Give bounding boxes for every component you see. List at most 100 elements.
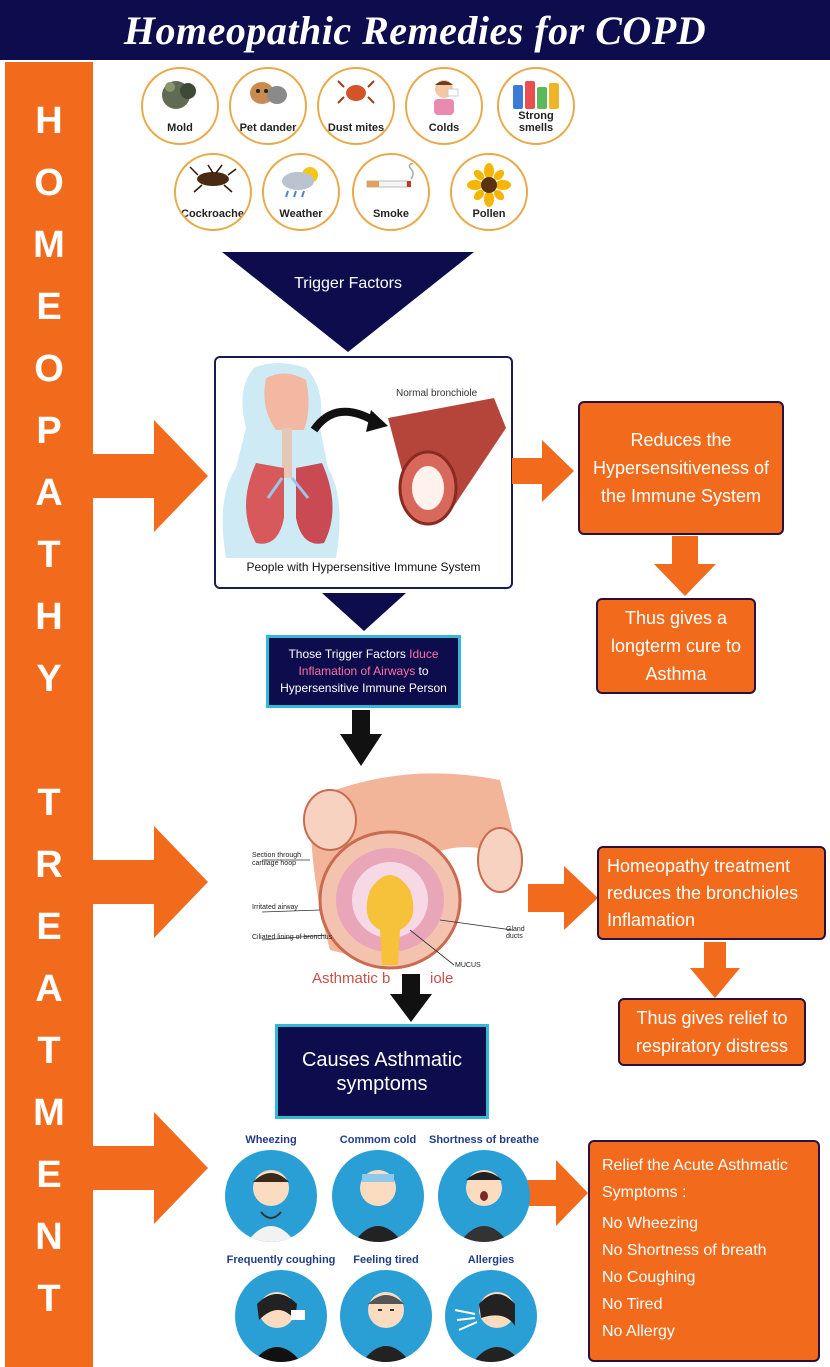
side-letter: T xyxy=(37,1030,61,1072)
induce-highlight: Iduce Inflamation of Airways xyxy=(298,647,439,678)
immune-panel: Normal bronchiole People with Hypersensi… xyxy=(214,356,513,589)
orange-arrow-right xyxy=(92,420,208,532)
trigger-smoke: Smoke xyxy=(352,153,430,231)
symptom-frequently-coughing: Frequently coughing xyxy=(216,1254,346,1362)
symptom-label: Shortness of breathe xyxy=(428,1134,540,1146)
trigger-label: Weather xyxy=(279,208,323,220)
symptom-wheezing: Wheezing xyxy=(216,1134,326,1242)
relief-item: No Shortness of breath xyxy=(602,1242,767,1259)
down-triangle xyxy=(322,593,406,631)
trigger-colds: Colds xyxy=(405,67,483,145)
symptom-label: Feeling tired xyxy=(353,1254,419,1266)
side-letter: E xyxy=(36,286,62,328)
causes-text: Causes Asthmatic symptoms xyxy=(301,1048,463,1095)
side-letter: E xyxy=(36,1154,62,1196)
symptom-label: Commom cold xyxy=(339,1134,417,1146)
diagram-title-right: iole xyxy=(430,970,454,987)
trigger-label: Pollen xyxy=(472,208,506,220)
induce-inflammation-box: Those Trigger Factors Iduce Inflamation … xyxy=(266,635,461,708)
causes-symptoms-box: Causes Asthmatic symptoms xyxy=(275,1024,489,1119)
orange-arrow-down xyxy=(690,942,740,998)
pet-icon xyxy=(250,82,287,104)
mold-icon xyxy=(162,81,196,109)
cigarette-icon xyxy=(366,163,414,188)
black-down-arrow xyxy=(390,974,432,1022)
orange-arrow-right xyxy=(528,866,598,930)
reduces-text: Reduces the Hypersensitiveness of the Im… xyxy=(592,430,770,506)
relief-item: No Allergy xyxy=(602,1323,675,1340)
side-letter: O xyxy=(34,348,64,390)
relief-symptoms-box: Relief the Acute Asthmatic Symptoms : No… xyxy=(588,1140,820,1362)
diagram-label-ciliated: Ciliated lining of bronchus xyxy=(252,934,333,941)
wheezing-person-icon xyxy=(225,1150,317,1242)
bottles-icon xyxy=(513,81,559,109)
sneezing-person-icon xyxy=(445,1270,537,1362)
immune-caption: People with Hypersensitive Immune System xyxy=(246,560,481,574)
side-letter: T xyxy=(37,1278,61,1320)
cockroach-icon xyxy=(189,164,237,193)
side-letter: T xyxy=(37,534,61,576)
trigger-pet-dander: Pet dander xyxy=(229,67,307,145)
side-letter: H xyxy=(35,100,63,142)
orange-arrow-right xyxy=(92,1112,208,1224)
child-cold-icon xyxy=(434,80,459,115)
side-letter: N xyxy=(35,1216,63,1258)
black-down-arrow xyxy=(340,710,382,766)
trigger-label: Mold xyxy=(167,122,193,134)
side-letter: A xyxy=(35,968,63,1010)
tired-person-icon xyxy=(340,1270,432,1362)
trigger-label: Dust mites xyxy=(327,122,385,134)
orange-arrow-down xyxy=(654,536,716,596)
orange-arrow-right xyxy=(92,826,208,938)
symptom-allergies: Allergies xyxy=(436,1254,546,1362)
diagram-label-mucus: MUCUS xyxy=(455,962,481,969)
weather-icon xyxy=(282,167,318,198)
trigger-funnel xyxy=(222,252,474,352)
side-letter: O xyxy=(34,162,64,204)
side-letter: E xyxy=(36,906,62,948)
trigger-mold: Mold xyxy=(141,67,219,145)
relief-item: No Wheezing xyxy=(602,1215,699,1232)
asthmatic-bronchiole-diagram: Section through cartilage hoop Irritated… xyxy=(250,760,530,990)
side-letter: R xyxy=(35,844,63,886)
orange-arrow-right xyxy=(522,1160,588,1226)
diagram-label-irritated: Irritated airway xyxy=(252,904,298,911)
side-banner: H O M E O P A T H Y T R E A T M E N T xyxy=(5,62,93,1367)
relief-heading: Relief the Acute Asthmatic Symptoms : xyxy=(602,1157,788,1201)
orange-arrow-right xyxy=(512,440,574,502)
trigger-label: Colds xyxy=(428,122,460,134)
reduces-hypersensitivity-box: Reduces the Hypersensitiveness of the Im… xyxy=(578,401,784,535)
relief-distress-text: Thus gives relief to respiratory distres… xyxy=(635,1008,789,1056)
side-letter: H xyxy=(35,596,63,638)
trigger-strong-smells: Strong smells xyxy=(497,67,575,145)
side-letter: P xyxy=(36,410,62,452)
trigger-weather: Weather xyxy=(262,153,340,231)
respiratory-illustration xyxy=(222,363,506,558)
coughing-person-icon xyxy=(235,1270,327,1362)
trigger-dust-mites: Dust mites xyxy=(317,67,395,145)
bronchiole-illustration xyxy=(261,773,523,970)
sunflower-icon xyxy=(467,163,511,207)
title-banner: Homeopathic Remedies for COPD xyxy=(0,0,830,60)
symptom-label: Wheezing xyxy=(245,1134,297,1146)
side-letter: Y xyxy=(36,658,62,700)
trigger-factors-label: Trigger Factors xyxy=(294,275,402,292)
symptom-label: Frequently coughing xyxy=(226,1254,336,1266)
side-letter: M xyxy=(33,1092,65,1134)
symptom-common-cold: Commom cold xyxy=(322,1134,434,1242)
side-letter: A xyxy=(35,472,63,514)
relief-item: No Tired xyxy=(602,1296,663,1313)
dust-mite-icon xyxy=(337,80,375,104)
side-letter: T xyxy=(37,782,61,824)
page-title: Homeopathic Remedies for COPD xyxy=(123,7,707,53)
diagram-label-section: Section through cartilage hoop xyxy=(252,852,302,867)
relief-distress-box: Thus gives relief to respiratory distres… xyxy=(618,998,806,1066)
trigger-label: Pet dander xyxy=(239,122,297,134)
longterm-cure-box: Thus gives a longterm cure to Asthma xyxy=(596,598,756,694)
trigger-cockroaches: Cockroaches xyxy=(174,153,252,231)
cold-person-icon xyxy=(332,1150,424,1242)
symptom-label: Allergies xyxy=(467,1254,515,1266)
symptom-shortness-of-breath: Shortness of breathe xyxy=(428,1134,540,1242)
longterm-text: Thus gives a longterm cure to Asthma xyxy=(610,608,742,684)
